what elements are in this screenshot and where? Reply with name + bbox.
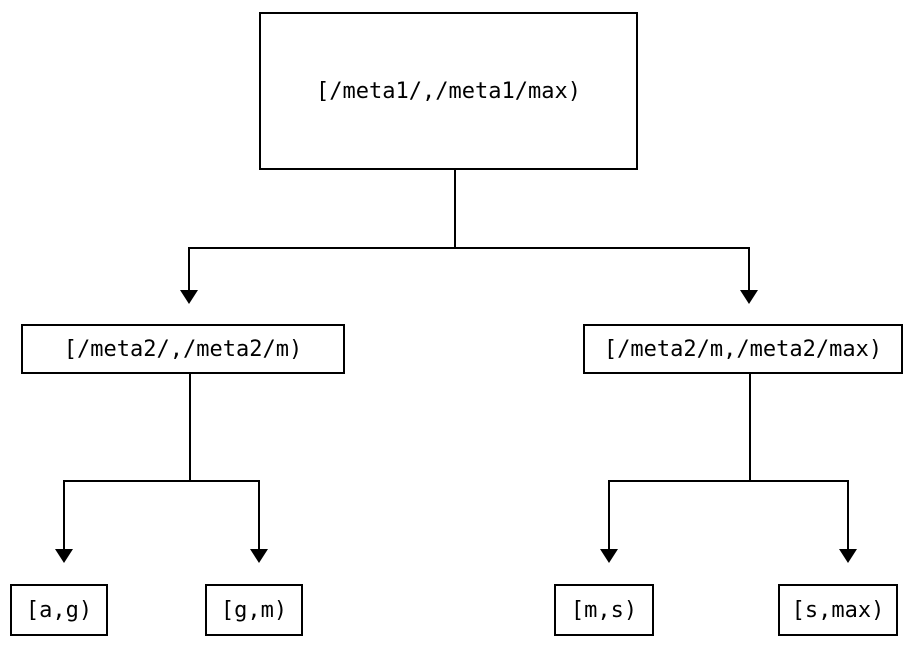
tree-node-leaf-1-label: [a,g) bbox=[25, 597, 93, 623]
tree-node-root[interactable]: [/meta1/,/meta1/max) bbox=[259, 12, 638, 170]
tree-node-level2-left[interactable]: [/meta2/,/meta2/m) bbox=[21, 324, 345, 374]
tree-node-leaf-4-label: [s,max) bbox=[791, 597, 885, 623]
edge-left-subtree-bus bbox=[63, 480, 260, 482]
tree-node-level2-right-label: [/meta2/m,/meta2/max) bbox=[603, 336, 883, 362]
edge-root-to-left-arrowhead bbox=[180, 290, 198, 304]
edge-root-stem bbox=[454, 170, 456, 249]
tree-node-leaf-3[interactable]: [m,s) bbox=[554, 584, 654, 636]
tree-node-leaf-3-label: [m,s) bbox=[570, 597, 638, 623]
edge-to-leaf-3-drop bbox=[608, 480, 610, 550]
edge-to-leaf-2-arrowhead bbox=[250, 549, 268, 563]
tree-node-leaf-1[interactable]: [a,g) bbox=[10, 584, 108, 636]
tree-node-level2-right[interactable]: [/meta2/m,/meta2/max) bbox=[583, 324, 903, 374]
edge-root-bus bbox=[188, 247, 750, 249]
edge-root-to-right-drop bbox=[748, 247, 750, 291]
edge-to-leaf-2-drop bbox=[258, 480, 260, 550]
tree-node-root-label: [/meta1/,/meta1/max) bbox=[316, 78, 581, 104]
edge-right-subtree-bus bbox=[608, 480, 849, 482]
tree-node-leaf-2-label: [g,m) bbox=[220, 597, 288, 623]
edge-to-leaf-3-arrowhead bbox=[600, 549, 618, 563]
edge-root-to-right-arrowhead bbox=[740, 290, 758, 304]
edge-to-leaf-4-drop bbox=[847, 480, 849, 550]
edge-to-leaf-1-arrowhead bbox=[55, 549, 73, 563]
edge-root-to-left-drop bbox=[188, 247, 190, 291]
tree-node-leaf-4[interactable]: [s,max) bbox=[778, 584, 898, 636]
tree-node-leaf-2[interactable]: [g,m) bbox=[205, 584, 303, 636]
tree-node-level2-left-label: [/meta2/,/meta2/m) bbox=[63, 336, 303, 362]
edge-right-subtree-stem bbox=[749, 374, 751, 482]
edge-left-subtree-stem bbox=[189, 374, 191, 482]
edge-to-leaf-1-drop bbox=[63, 480, 65, 550]
edge-to-leaf-4-arrowhead bbox=[839, 549, 857, 563]
